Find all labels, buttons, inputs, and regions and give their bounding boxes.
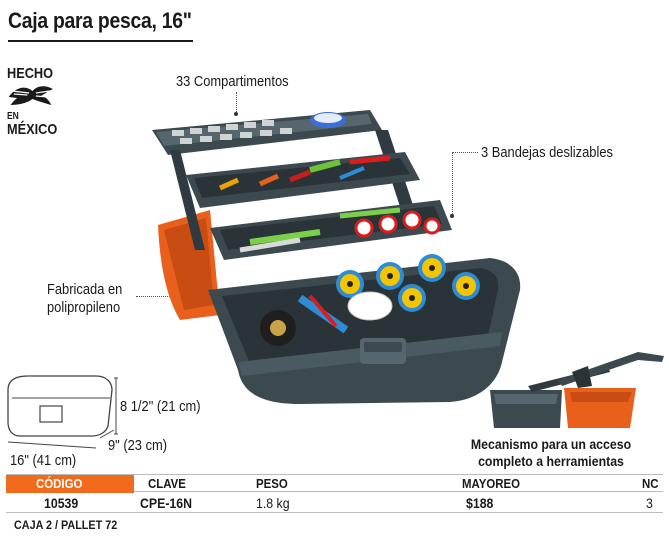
spec-table-header: CÓDIGO CLAVE PESO MAYOREO NC: [6, 474, 663, 493]
header-nc: NC: [642, 476, 659, 491]
dimension-height: 8 1/2" (21 cm): [120, 398, 201, 415]
cell-clave: CPE-16N: [140, 495, 193, 511]
header-clave: CLAVE: [148, 476, 186, 491]
product-title: Caja para pesca, 16": [8, 8, 192, 33]
eagle-serpent-emblem-icon: [8, 86, 53, 105]
title-underline: [8, 40, 193, 42]
header-mayoreo: MAYOREO: [462, 476, 521, 491]
dimension-width: 16" (41 cm): [10, 452, 77, 469]
header-codigo: CÓDIGO: [36, 476, 83, 491]
mechanism-caption: Mecanismo para un acceso completo a herr…: [453, 436, 648, 470]
compartments-leader-dot: [234, 112, 238, 116]
badge-line-en: EN: [7, 111, 19, 122]
cell-peso: 1.8 kg: [256, 495, 290, 511]
cell-mayoreo: $188: [466, 495, 494, 511]
cell-codigo: 10539: [44, 495, 79, 511]
badge-line-mexico: MÉXICO: [7, 121, 58, 138]
spec-table-row: 10539 CPE-16N 1.8 kg $188 3: [6, 493, 663, 513]
mechanism-illustration: [490, 352, 664, 428]
trays-leader-h: [452, 152, 478, 153]
hecho-en-mexico-badge: HECHO EN MÉXICO: [7, 66, 58, 137]
compartments-callout: 33 Compartimentos: [176, 73, 289, 90]
cell-nc: 3: [646, 495, 653, 511]
tackle-box-illustration: [152, 110, 521, 404]
codigo-header-bg: [6, 475, 134, 493]
material-leader-line: [136, 296, 182, 297]
trays-leader-dot: [450, 214, 454, 218]
trays-callout: 3 Bandejas deslizables: [481, 144, 613, 161]
mechanism-caption-line2: completo a herramientas: [478, 453, 624, 469]
badge-line-hecho: HECHO: [7, 65, 54, 82]
packaging-footer: CAJA 2 / PALLET 72: [14, 518, 118, 532]
mechanism-caption-line1: Mecanismo para un acceso: [470, 436, 632, 452]
dimension-depth: 9" (23 cm): [108, 437, 168, 454]
trays-leader-v: [452, 152, 453, 216]
material-callout-line2: polipropileno: [47, 299, 121, 316]
dimensions-diagram: [7, 375, 118, 449]
compartments-leader-line: [236, 92, 237, 114]
material-callout-line1: Fabricada en: [47, 281, 123, 298]
header-peso: PESO: [256, 476, 288, 491]
